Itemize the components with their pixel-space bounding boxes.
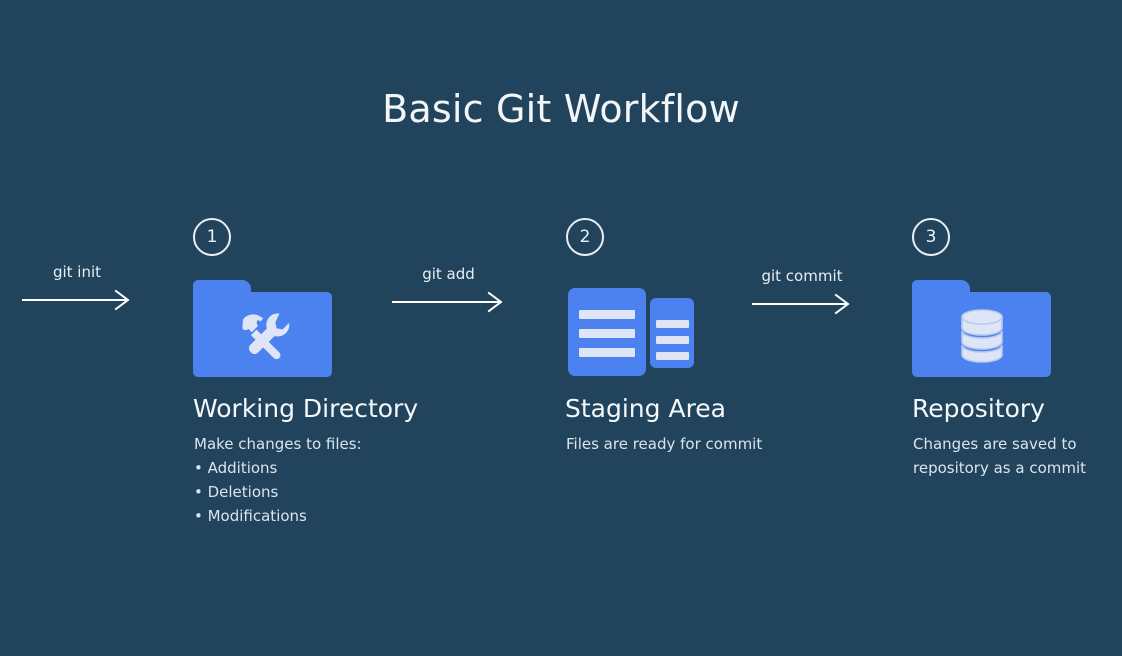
- card-line: [579, 310, 635, 319]
- database-glyph: [912, 292, 1051, 377]
- stage-bullets-1: • Additions • Deletions • Modifications: [194, 456, 362, 528]
- stage-desc-lead2-3: repository as a commit: [913, 459, 1087, 477]
- database-icon: [960, 308, 1003, 363]
- stage-title-2: Staging Area: [565, 394, 726, 423]
- card-line: [656, 336, 689, 344]
- arrow-line-git-commit: [752, 293, 850, 315]
- stage-desc-1: Make changes to files: • Additions • Del…: [194, 432, 362, 528]
- stage-title-3: Repository: [912, 394, 1045, 423]
- card-line: [656, 320, 689, 328]
- bullet-additions: • Additions: [194, 459, 278, 477]
- arrow-label-git-add: git add: [422, 265, 475, 283]
- arrow-label-git-commit: git commit: [761, 267, 843, 285]
- stage-desc-lead-1: Make changes to files:: [194, 435, 362, 453]
- stage-icon-1: [193, 280, 333, 377]
- stage-desc-lead-2: Files are ready for commit: [566, 435, 763, 453]
- card-line: [579, 329, 635, 338]
- stage-badge-1: 1: [193, 218, 231, 256]
- stage-title-1: Working Directory: [193, 394, 419, 423]
- card-line: [656, 352, 689, 360]
- bullet-modifications: • Modifications: [194, 507, 307, 525]
- tools-glyph: [193, 292, 332, 377]
- folder-database-icon: [912, 280, 1051, 377]
- stage-desc-lead-3: Changes are saved to: [913, 435, 1077, 453]
- bullet-deletions: • Deletions: [194, 483, 279, 501]
- arrow-line-git-add: [392, 291, 503, 313]
- folder-tools-icon: [193, 280, 332, 377]
- hammer-wrench-icon: [241, 312, 289, 359]
- arrow-line-git-init: [22, 289, 130, 311]
- stage-desc-2: Files are ready for commit: [566, 432, 762, 456]
- stage-icon-3: [912, 280, 1052, 377]
- page-title: Basic Git Workflow: [382, 87, 740, 131]
- document-card-front: [568, 288, 646, 376]
- document-card-back: [650, 298, 694, 368]
- stage-badge-3: 3: [912, 218, 950, 256]
- card-line: [579, 348, 635, 357]
- stage-icon-2: [565, 278, 695, 378]
- arrow-label-git-init: git init: [52, 263, 102, 281]
- stage-badge-2: 2: [566, 218, 604, 256]
- stage-desc-3: Changes are saved to repository as a com…: [913, 432, 1086, 480]
